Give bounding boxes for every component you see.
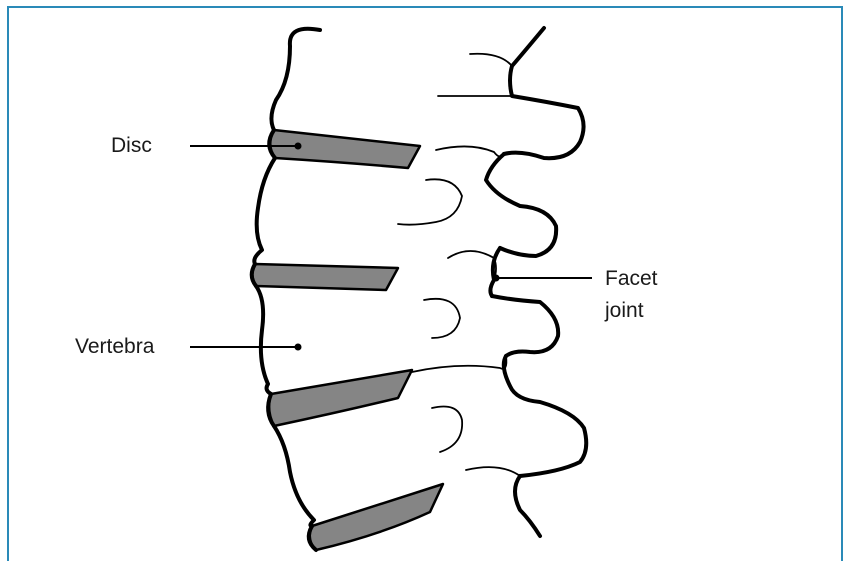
facet-lines <box>398 54 520 476</box>
disc-label: Disc <box>111 132 152 160</box>
disc-3 <box>269 370 412 426</box>
discs <box>252 130 443 550</box>
disc-2 <box>252 264 398 290</box>
facet-label-line1: Facet <box>605 265 658 293</box>
vertebra-leader-dot <box>295 344 302 351</box>
facet-leader-dot <box>493 275 500 282</box>
vertebral-bodies <box>252 29 320 550</box>
disc-4 <box>310 484 443 550</box>
disc-leader-dot <box>295 143 302 150</box>
facet-joint-label: Facet joint <box>605 265 658 325</box>
facet-label-line2: joint <box>605 297 658 325</box>
disc-1 <box>270 130 420 168</box>
leaders <box>190 143 592 351</box>
vertebra-label: Vertebra <box>75 333 154 361</box>
posterior-elements <box>486 28 586 536</box>
